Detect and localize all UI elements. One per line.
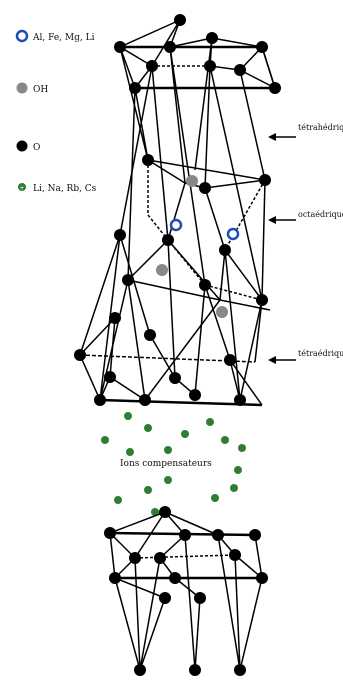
oxygen-atom: [144, 329, 156, 341]
interlayer-ion: [234, 466, 242, 474]
interlayer-ion: [164, 446, 172, 454]
interlayer-ion: [221, 436, 229, 444]
lower-tetrahedral-sheet: [79, 234, 263, 407]
oxygen-atom: [129, 552, 141, 564]
oxygen-atom: [234, 664, 246, 676]
interlayer-label: Ions compensateurs: [120, 459, 212, 469]
oxygen-atom: [169, 572, 181, 584]
lower-tetrahedral-atoms: [74, 229, 246, 406]
oxygen-atom: [224, 354, 236, 366]
oxygen-atom: [189, 664, 201, 676]
interlayer-ion: [114, 496, 122, 504]
oxygen-atom: [104, 527, 116, 539]
interlayer-ion: [101, 436, 109, 444]
legend-cation-label: Al, Fe, Mg, Li: [32, 33, 95, 43]
oxygen-atom: [94, 394, 106, 406]
interlayer-ion: [124, 412, 132, 420]
oxygen-atom: [159, 506, 171, 518]
cation-atom: [169, 218, 183, 232]
oxygen-atom: [114, 229, 126, 241]
oxygen-atom: [74, 349, 86, 361]
interlayer-ion: [164, 476, 172, 484]
oxygen-atom: [134, 664, 146, 676]
oxygen-atom: [234, 394, 246, 406]
oxygen-atom: [179, 529, 191, 541]
legend-cation-marker: [15, 29, 29, 43]
oxygen-atom: [104, 371, 116, 383]
legend-hydroxyl-marker: [16, 82, 28, 94]
label-octahedral: octaédrique: [298, 210, 343, 219]
oxygen-atom: [194, 592, 206, 604]
legend-hydroxyl-label: OH: [33, 85, 48, 95]
svg-text:+: +: [20, 185, 25, 192]
legend-interlayer-label: Li, Na, Rb, Cs: [33, 184, 97, 194]
oxygen-atom: [229, 549, 241, 561]
interlayer-ion: [144, 486, 152, 494]
interlayer-ion: [181, 430, 189, 438]
cation-atom: [226, 227, 240, 241]
octahedral-atoms: [142, 154, 271, 318]
oxygen-atom: [122, 274, 134, 286]
oxygen-atom: [114, 41, 126, 53]
oxygen-atom: [142, 154, 154, 166]
oxygen-atom: [259, 174, 271, 186]
hydroxyl-atom: [216, 306, 228, 318]
oxygen-atom: [212, 529, 224, 541]
hydroxyl-atom: [186, 175, 198, 187]
label-lower-tetrahedral: tétraédrique: [298, 349, 343, 358]
oxygen-atom: [146, 60, 158, 72]
oxygen-atom: [109, 572, 121, 584]
oxygen-atom: [234, 64, 246, 76]
legend-interlayer-marker: [18, 183, 26, 191]
oxygen-atom: [139, 394, 151, 406]
oxygen-atom: [256, 572, 268, 584]
interlayer-ions: Ions compensateurs: [101, 412, 246, 516]
octahedral-sheet: [127, 159, 271, 311]
legend-oxygen-marker: [16, 140, 28, 152]
interlayer-ion: [230, 484, 238, 492]
interlayer-ion: [151, 508, 159, 516]
hydroxyl-atom: [156, 264, 168, 276]
oxygen-atom: [109, 312, 121, 324]
top-sheet-atoms: [114, 14, 281, 94]
layer-labels: tétrahédrique octaédrique tétraédrique: [268, 123, 343, 364]
oxygen-atom: [189, 389, 201, 401]
oxygen-atom: [204, 60, 216, 72]
interlayer-ion: [144, 424, 152, 432]
interlayer-ion: [211, 494, 219, 502]
oxygen-atom: [174, 14, 186, 26]
oxygen-atom: [159, 592, 171, 604]
label-top-tetrahedral: tétrahédrique: [298, 123, 343, 132]
oxygen-atom: [169, 372, 181, 384]
bottom-tetrahedral-atoms: [104, 506, 268, 676]
interlayer-ion: [206, 418, 214, 426]
legend-oxygen-label: O: [33, 143, 40, 153]
interlayer-ion: [238, 444, 246, 452]
oxygen-atom: [269, 82, 281, 94]
legend: Al, Fe, Mg, Li OH O + Li, Na, Rb, Cs: [15, 29, 97, 194]
oxygen-atom: [129, 82, 141, 94]
interlayer-ion: [126, 448, 134, 456]
oxygen-atom: [249, 529, 261, 541]
oxygen-atom: [154, 552, 166, 564]
oxygen-atom: [199, 182, 211, 194]
oxygen-atom: [256, 41, 268, 53]
oxygen-atom: [164, 41, 176, 53]
oxygen-atom: [206, 32, 218, 44]
